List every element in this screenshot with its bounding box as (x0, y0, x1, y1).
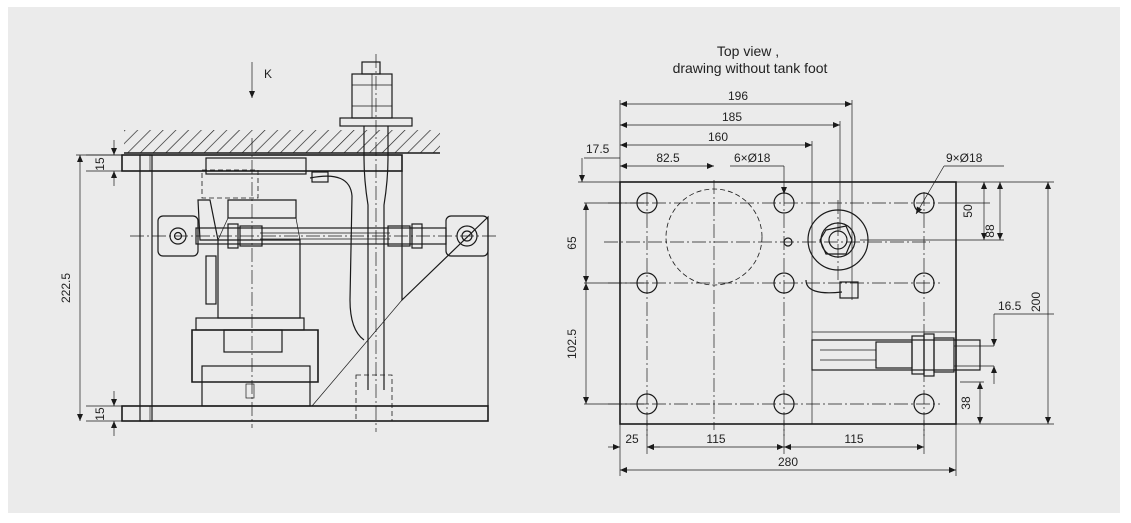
dim-196: 196 (728, 89, 748, 103)
load-cell-top (227, 199, 297, 219)
view-label-k: K (264, 67, 272, 81)
top-view: Top view , drawing without tank foot (565, 43, 1054, 476)
dim-height-222-5: 222.5 (59, 273, 73, 303)
base-plate (121, 405, 489, 422)
holes-9-callout: 9×Ø18 (946, 151, 983, 165)
rod-anchor-hidden (355, 374, 393, 422)
drawing-panel (8, 7, 1120, 513)
dim-185: 185 (722, 110, 742, 124)
upper-mount (205, 157, 307, 175)
dim-88: 88 (983, 224, 997, 238)
top-view-title-line1: Top view , (717, 43, 779, 59)
load-cell-body (217, 239, 301, 319)
bolt-head (361, 61, 381, 75)
dim-65: 65 (565, 236, 579, 250)
cable (309, 175, 365, 341)
dim-200: 200 (1029, 292, 1043, 312)
holes-6-callout: 6×Ø18 (734, 151, 771, 165)
dim-50: 50 (961, 204, 975, 218)
mounting-holes (636, 192, 935, 415)
base-block (201, 365, 311, 407)
dim-102-5: 102.5 (565, 329, 579, 359)
left-side-plate (139, 154, 153, 422)
dim-115-left: 115 (706, 432, 725, 446)
dim-16-5: 16.5 (998, 299, 1022, 313)
dim-82-5: 82.5 (656, 151, 680, 165)
dim-280: 280 (778, 455, 798, 469)
dim-bottom-15: 15 (93, 407, 107, 421)
top-plate (121, 154, 403, 172)
top-view-title-line2: drawing without tank foot (673, 60, 828, 76)
stay-rod-top-view (811, 339, 981, 371)
right-bracket (401, 171, 489, 406)
dim-38: 38 (959, 396, 973, 410)
lower-housing (191, 329, 319, 383)
stay-rod (363, 126, 389, 390)
dim-160: 160 (708, 130, 728, 144)
dim-115-right: 115 (844, 432, 863, 446)
dim-top-15: 15 (93, 157, 107, 171)
top-view-plate (619, 181, 957, 425)
upper-mount-hidden (201, 169, 259, 199)
tank-ceiling-hatch (124, 130, 440, 153)
side-view: K (59, 54, 496, 436)
dim-25: 25 (625, 432, 639, 446)
dim-17-5: 17.5 (586, 142, 610, 156)
horizontal-stay-rod (195, 227, 447, 245)
